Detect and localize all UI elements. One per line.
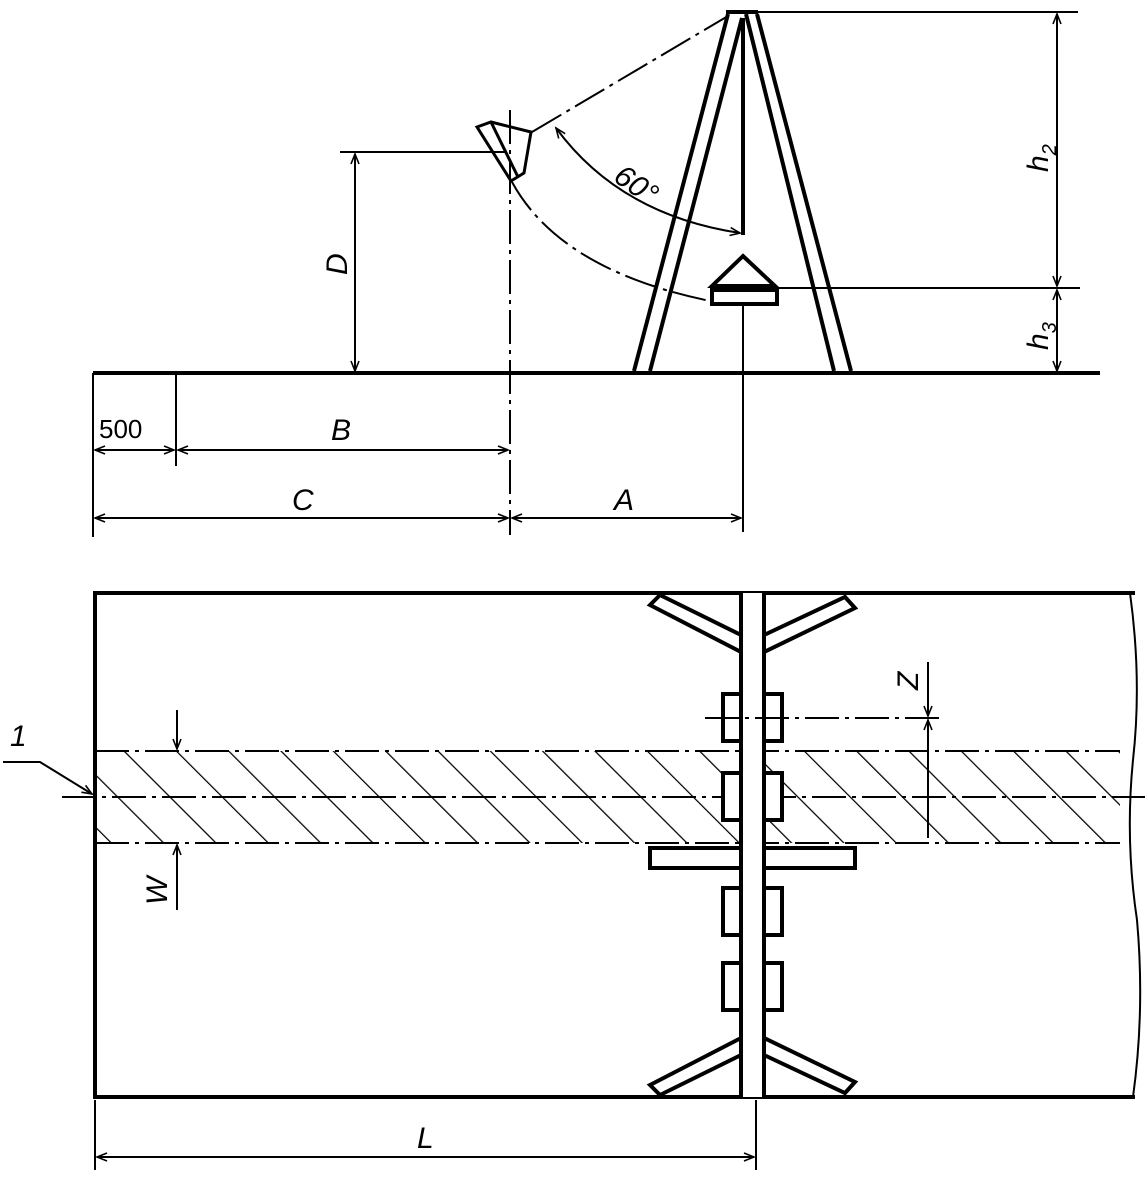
side-view: 60° h2 h3 D 500 B C A (92, 10, 1100, 537)
striker-plan (646, 592, 859, 1098)
swing-line (531, 15, 729, 133)
callout-1-label: 1 (10, 720, 27, 753)
test-panel-outline (93, 591, 1142, 1099)
l-label: L (417, 1122, 434, 1155)
h3-label: h3 (1022, 322, 1061, 350)
500-label: 500 (99, 414, 142, 444)
a-label: A (612, 484, 634, 517)
c-label: C (292, 484, 314, 517)
raised-striker (474, 120, 533, 184)
swing-arc (511, 181, 711, 302)
z-label: Z (892, 670, 925, 691)
d-label: D (321, 253, 354, 275)
plan-view: Z W 1 L (3, 591, 1145, 1170)
callout-leader (3, 761, 92, 794)
w-label: W (141, 874, 174, 905)
h2-label: h2 (1022, 144, 1061, 172)
b-label: B (331, 414, 351, 447)
angle-label: 60° (608, 159, 664, 212)
pendulum-striker (707, 18, 781, 532)
angle-arc (556, 128, 740, 233)
